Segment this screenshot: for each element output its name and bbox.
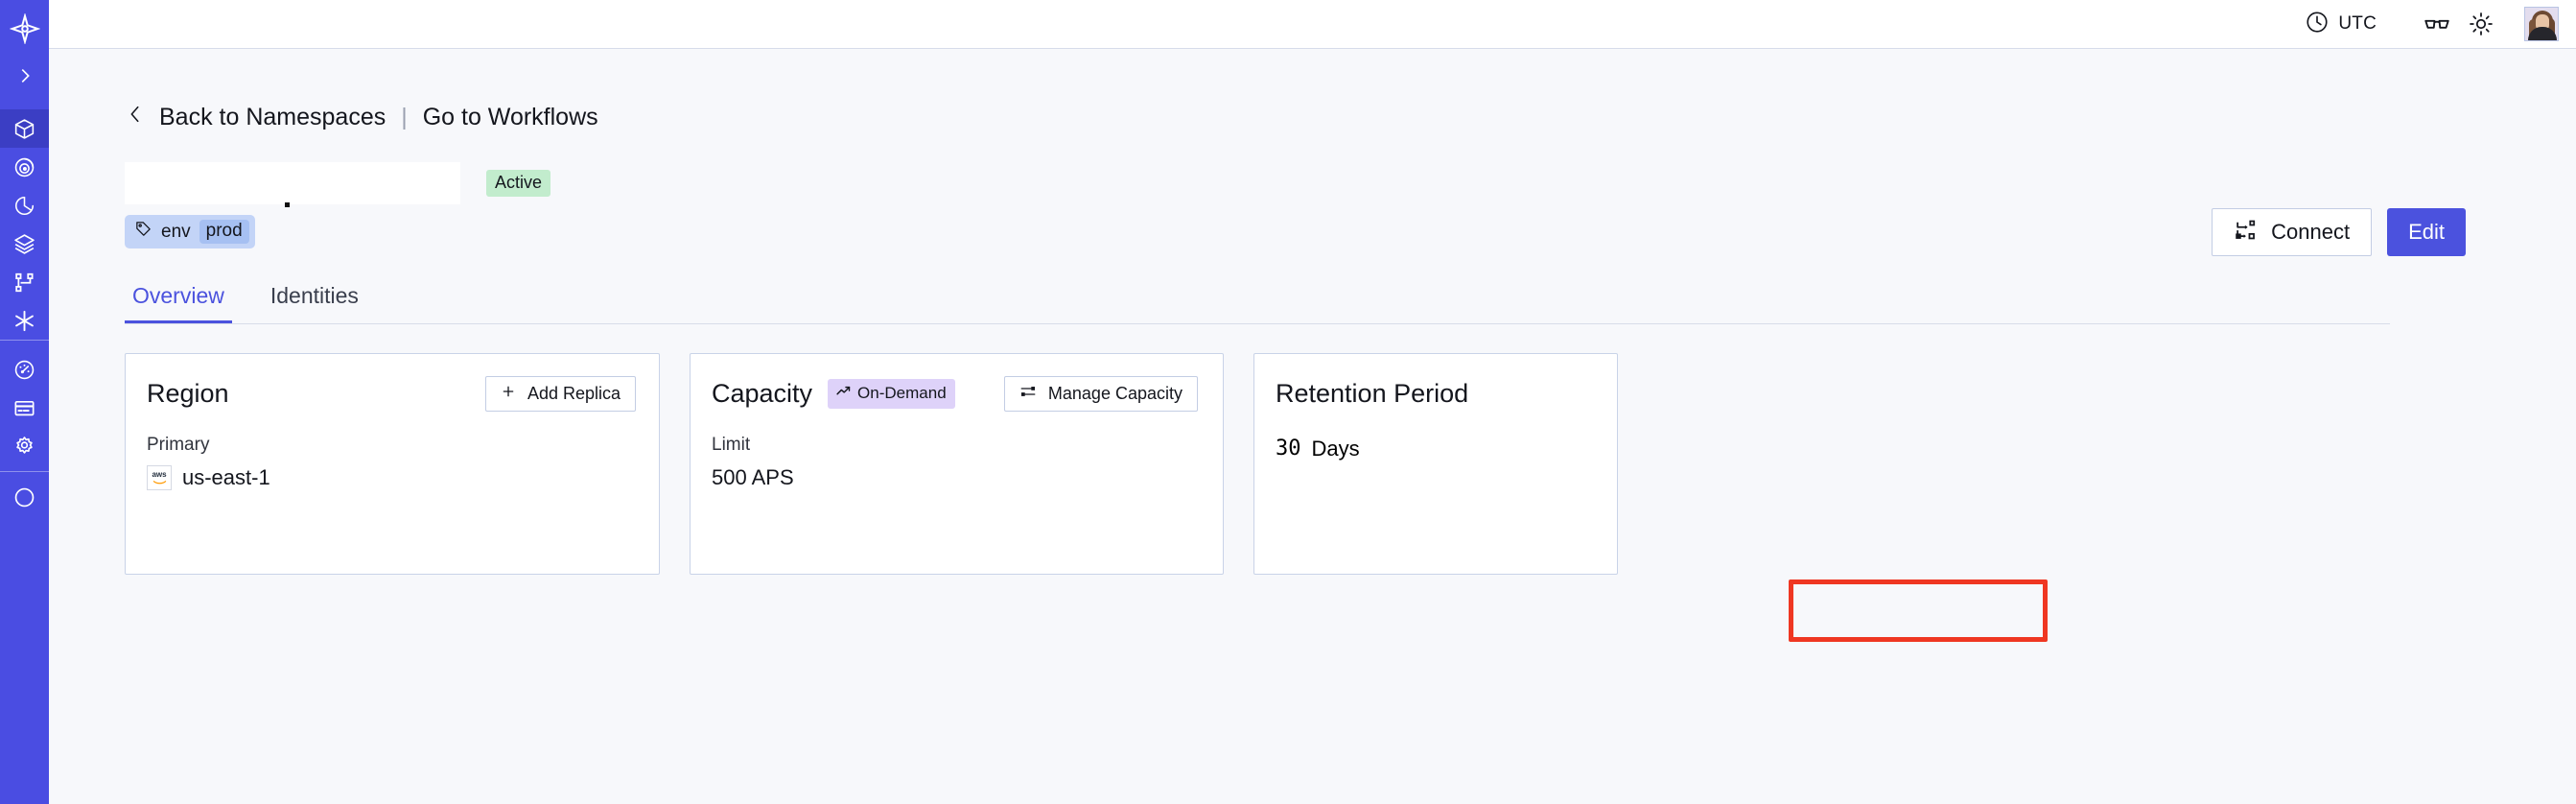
edit-button[interactable]: Edit <box>2387 208 2466 256</box>
tag-value: prod <box>199 220 249 244</box>
connect-button[interactable]: Connect <box>2212 208 2373 256</box>
asterisk-icon <box>12 308 37 334</box>
capacity-card: Capacity On-Demand <box>690 353 1224 575</box>
region-card-header: Region <box>147 379 636 409</box>
retention-card: Retention Period 30 Days <box>1253 353 1618 575</box>
region-sub-label: Primary <box>147 435 210 455</box>
plus-icon <box>501 384 516 404</box>
sidebar-item-workflows[interactable] <box>0 263 49 301</box>
tab-bar: Overview Identities <box>125 283 2390 324</box>
aws-logo-icon: aws <box>147 465 172 490</box>
credit-card-icon <box>12 396 36 420</box>
eye-radar-icon <box>12 155 36 179</box>
go-to-workflows-link[interactable]: Go to Workflows <box>422 104 598 130</box>
region-value-row: aws us-east-1 <box>147 465 636 490</box>
sliders-icon <box>1019 383 1037 405</box>
capacity-card-title: Capacity <box>712 379 813 408</box>
sidebar-item-expand[interactable] <box>0 54 49 98</box>
add-replica-label: Add Replica <box>527 384 621 403</box>
sidebar-item-namespaces[interactable] <box>0 109 49 148</box>
namespace-name-redacted <box>125 162 460 204</box>
region-card: Region Add Replica Primary aws <box>125 353 660 575</box>
manage-capacity-button[interactable]: Manage Capacity <box>1003 376 1198 412</box>
retention-card-header: Retention Period <box>1276 379 1594 409</box>
clock-icon <box>2305 10 2330 39</box>
namespace-tags: env prod <box>125 215 2576 248</box>
timezone-selector[interactable]: UTC <box>2305 10 2377 39</box>
avatar[interactable] <box>2524 7 2559 41</box>
tab-identities[interactable]: Identities <box>269 283 359 308</box>
sidebar-item-billing[interactable] <box>0 389 49 427</box>
breadcrumb: Back to Namespaces | Go to Workflows <box>125 102 2576 133</box>
cube-icon <box>12 117 36 141</box>
sidebar <box>0 0 49 804</box>
timezone-label: UTC <box>2338 13 2377 34</box>
tag-env[interactable]: env prod <box>125 215 255 248</box>
chevron-left-icon <box>125 102 146 133</box>
gauge-icon <box>12 358 36 382</box>
help-circle-icon <box>12 485 36 509</box>
connect-flow-icon <box>2234 218 2258 248</box>
retention-value-number: 30 <box>1276 437 1301 461</box>
sun-icon[interactable] <box>2459 2 2503 46</box>
tag-icon <box>134 220 152 244</box>
capacity-mode-badge: On-Demand <box>828 379 955 409</box>
annotation-highlight-manage-capacity <box>1789 579 2048 642</box>
sidebar-divider-2 <box>0 471 49 472</box>
chevron-right-icon <box>14 65 35 86</box>
header-actions: Connect Edit <box>2212 208 2466 256</box>
retention-value-row: 30 Days <box>1276 437 1594 461</box>
retention-card-title: Retention Period <box>1276 379 1469 408</box>
sidebar-item-usage[interactable] <box>0 350 49 389</box>
timer-icon <box>12 194 36 218</box>
tab-overview[interactable]: Overview <box>125 283 232 324</box>
trending-up-icon <box>835 383 852 404</box>
tab-rule <box>125 323 2390 324</box>
capacity-mode-label: On-Demand <box>857 384 947 402</box>
capacity-sub-label: Limit <box>712 435 751 455</box>
sidebar-item-observability[interactable] <box>0 148 49 186</box>
tag-key: env <box>161 221 191 242</box>
sidebar-item-logo[interactable] <box>0 4 49 54</box>
namespace-name-descender <box>285 202 290 207</box>
manage-capacity-label: Manage Capacity <box>1047 384 1183 403</box>
layers-icon <box>12 232 36 256</box>
temporal-logo-icon <box>9 13 40 44</box>
region-card-title: Region <box>147 379 229 408</box>
git-branch-icon <box>12 271 36 295</box>
add-replica-button[interactable]: Add Replica <box>484 376 636 412</box>
sidebar-item-history[interactable] <box>0 186 49 225</box>
region-value: us-east-1 <box>182 465 270 489</box>
overview-cards: Region Add Replica Primary aws <box>125 353 2576 575</box>
sidebar-item-integrations[interactable] <box>0 301 49 340</box>
page-content: Back to Namespaces | Go to Workflows Act… <box>49 49 2576 804</box>
capacity-card-header: Capacity On-Demand <box>712 379 1200 409</box>
breadcrumb-separator: | <box>401 104 408 130</box>
sidebar-item-layers[interactable] <box>0 225 49 263</box>
sidebar-item-help[interactable] <box>0 478 49 516</box>
glasses-icon[interactable] <box>2415 2 2459 46</box>
sidebar-item-settings[interactable] <box>0 427 49 465</box>
status-badge: Active <box>486 170 551 197</box>
retention-value-unit: Days <box>1311 437 1360 461</box>
capacity-value: 500 APS <box>712 465 794 489</box>
top-bar: UTC <box>49 0 2576 49</box>
sidebar-divider-1 <box>0 340 49 341</box>
main-area: UTC <box>49 0 2576 804</box>
connect-label: Connect <box>2271 220 2351 244</box>
aws-logo-text: aws <box>152 470 167 479</box>
back-to-namespaces-link[interactable]: Back to Namespaces <box>125 102 386 133</box>
gear-icon <box>12 435 36 459</box>
namespace-title-row: Active <box>125 160 2576 207</box>
back-label: Back to Namespaces <box>159 104 386 130</box>
